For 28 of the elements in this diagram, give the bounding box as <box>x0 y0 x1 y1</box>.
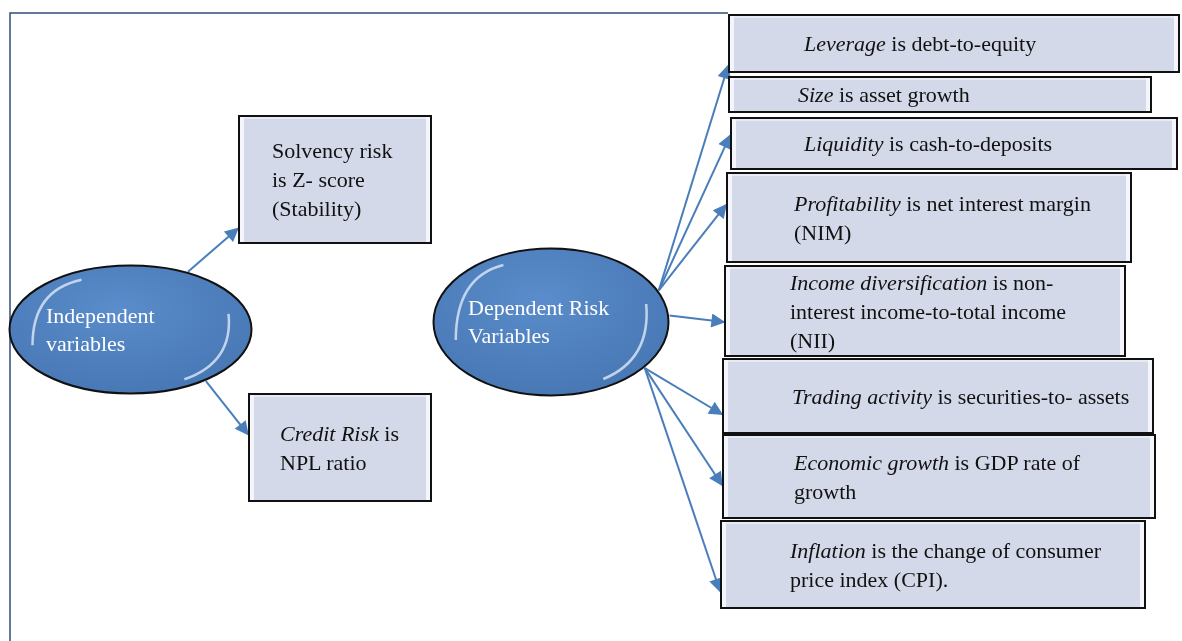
process-box <box>720 520 1146 609</box>
node-text: Trading activity is securities-to- assets <box>792 382 1131 411</box>
arrow <box>187 227 240 273</box>
node-text: Solvency risk is Z- score (Stability) <box>272 137 394 223</box>
node-text: Dependent Risk Variables <box>468 294 611 350</box>
arrow <box>657 203 727 292</box>
arrow <box>643 367 723 487</box>
node-text: Liquidity is cash-to-deposits <box>804 130 1054 158</box>
node-text: Independent variables <box>46 301 156 358</box>
process-box <box>722 434 1156 519</box>
node-text: Size is asset growth <box>798 81 971 109</box>
arrow <box>668 313 726 328</box>
process-box <box>728 14 1180 73</box>
process-box <box>726 172 1132 263</box>
node-text: Income diversification is non-interest income-to-total income (NII) <box>790 268 1068 355</box>
node-text: Profitability is net interest margin (NIM) <box>794 189 1092 247</box>
node-text: Credit Risk is NPL ratio <box>280 419 400 477</box>
process-box <box>730 117 1178 170</box>
process-box <box>238 115 432 244</box>
process-box <box>728 76 1152 113</box>
process-box <box>724 265 1126 357</box>
process-box <box>248 393 432 502</box>
arrow <box>643 367 724 416</box>
node-text: Economic growth is GDP rate of growth <box>794 448 1082 506</box>
process-box <box>722 358 1154 434</box>
arrow <box>204 380 249 436</box>
node-text: Inflation is the change of consumer price index (CPI). <box>790 536 1102 594</box>
node-text: Leverage is debt-to-equity <box>804 30 1038 58</box>
